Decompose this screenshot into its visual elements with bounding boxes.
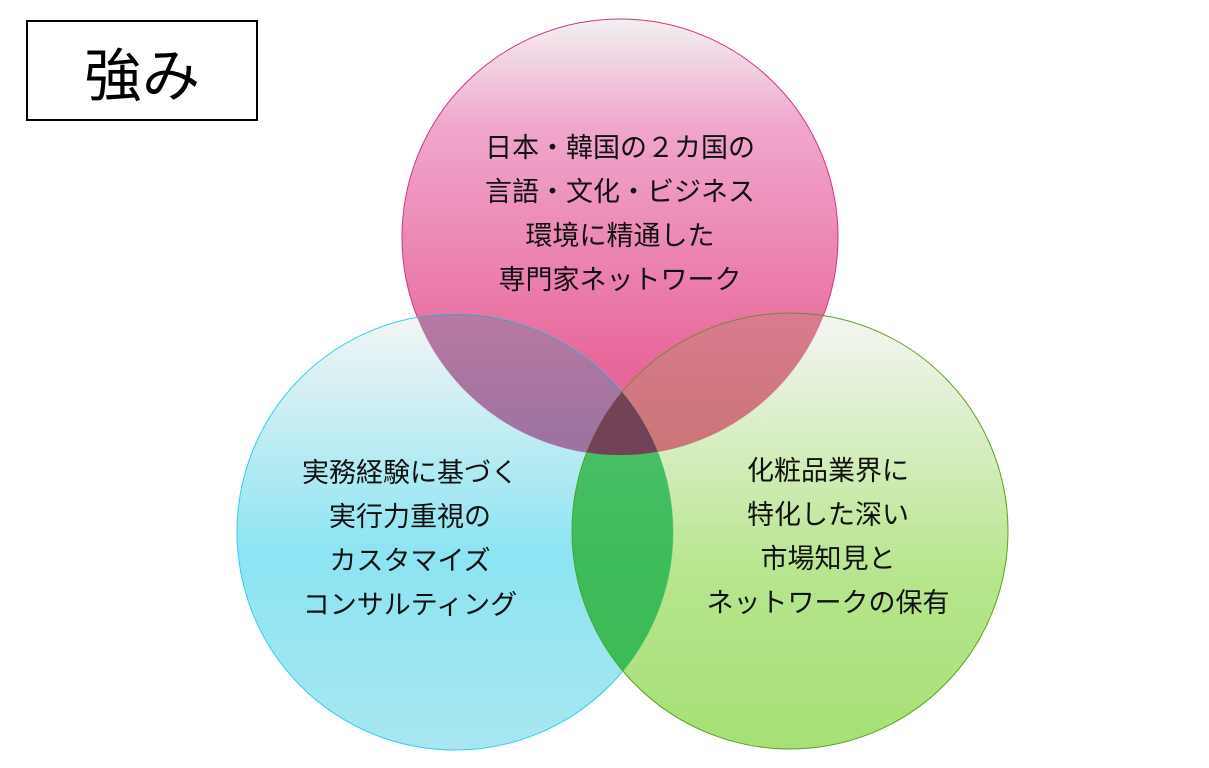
label-line: 環境に精通した <box>525 221 715 252</box>
title: 強み <box>83 41 200 110</box>
overlap-top-left <box>402 314 673 455</box>
label-line: 実行力重視の <box>329 502 491 533</box>
label-line: 化粧品業界に <box>747 456 909 487</box>
label-line: 市場知見と <box>760 544 896 575</box>
label-line: 特化した深い <box>747 500 909 531</box>
label-line: ネットワークの保有 <box>706 588 950 619</box>
label-line: 言語・文化・ビジネス <box>485 177 755 208</box>
overlap-top-right <box>572 313 838 455</box>
label-line: 実務経験に基づく <box>302 458 518 489</box>
label-line: 日本・韓国の２カ国の <box>485 133 755 164</box>
label-left: 実務経験に基づく 実行力重視の カスタマイズ コンサルティング <box>302 452 518 628</box>
label-top: 日本・韓国の２カ国の 言語・文化・ビジネス 環境に精通した 専門家ネットワーク <box>485 127 755 303</box>
label-line: カスタマイズ <box>329 546 491 577</box>
title-box: 強み <box>26 20 258 121</box>
label-right: 化粧品業界に 特化した深い 市場知見と ネットワークの保有 <box>707 450 950 626</box>
label-line: 専門家ネットワーク <box>498 265 742 296</box>
label-line: コンサルティング <box>302 590 518 621</box>
